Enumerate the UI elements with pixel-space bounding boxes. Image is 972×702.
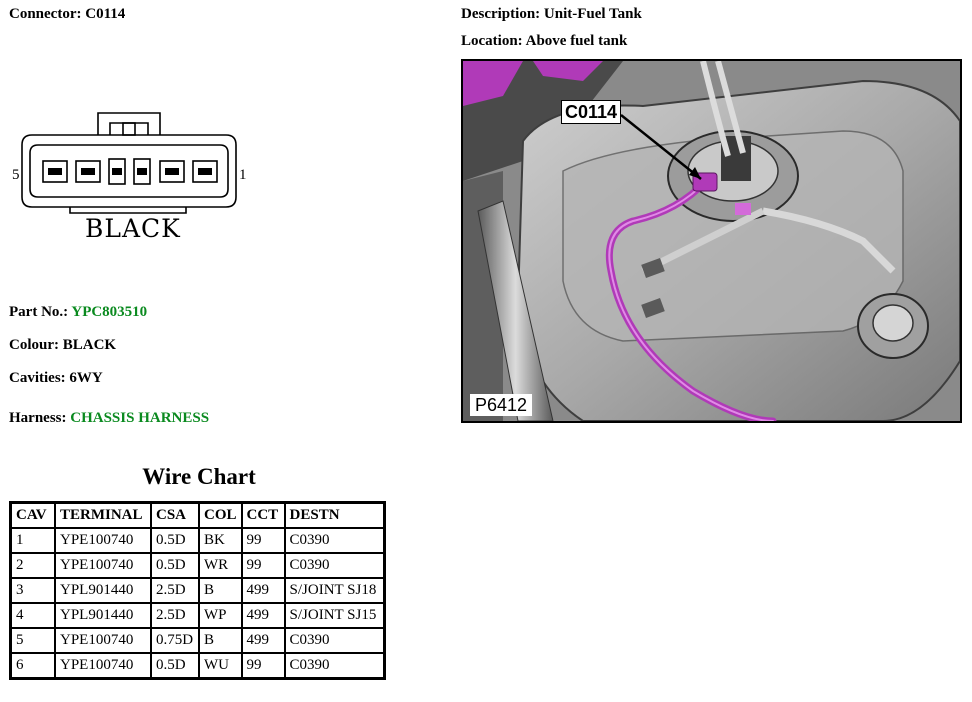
- cell-csa: 0.5D: [151, 553, 199, 578]
- cell-cct: 99: [241, 553, 285, 578]
- cell-csa: 0.5D: [151, 653, 199, 678]
- cell-terminal: YPL901440: [55, 578, 151, 603]
- cell-cav: 6: [11, 653, 55, 678]
- cell-cct: 499: [241, 603, 285, 628]
- connector-label: Connector:: [9, 6, 82, 22]
- cell-destn: S/JOINT SJ18: [284, 578, 384, 603]
- cell-col: B: [199, 628, 242, 653]
- cell-csa: 0.75D: [151, 628, 199, 653]
- connector-value: C0114: [85, 6, 126, 22]
- description-value: Unit-Fuel Tank: [543, 6, 642, 22]
- table-row: 1 YPE100740 0.5D BK 99 C0390: [11, 528, 384, 553]
- cell-terminal: YPE100740: [55, 653, 151, 678]
- location-photo: C0114 P6412: [461, 59, 962, 423]
- harness-patch-top: [463, 61, 523, 106]
- table-row: 4 YPL901440 2.5D WP 499 S/JOINT SJ15: [11, 603, 384, 628]
- colour-label: Colour:: [9, 337, 59, 353]
- cell-terminal: YPE100740: [55, 553, 151, 578]
- harness-line: Harness: CHASSIS HARNESS: [9, 410, 209, 427]
- description-line: Description: Unit-Fuel Tank: [461, 6, 642, 23]
- pin-1-label: 1: [239, 167, 247, 183]
- wire-chart-header-row: CAV TERMINAL CSA COL CCT DESTN: [11, 503, 384, 528]
- cell-cav: 3: [11, 578, 55, 603]
- part-number-line: Part No.: YPC803510: [9, 304, 147, 321]
- cell-col: WR: [199, 553, 242, 578]
- cavities-line: Cavities: 6WY: [9, 370, 103, 387]
- cavities-label: Cavities:: [9, 370, 66, 386]
- cell-destn: C0390: [284, 653, 384, 678]
- colour-line: Colour: BLACK: [9, 337, 116, 354]
- description-label: Description:: [461, 6, 541, 22]
- pin-5-label: 5: [12, 167, 20, 183]
- photo-id-label: P6412: [470, 394, 533, 416]
- cell-cav: 1: [11, 528, 55, 553]
- cell-terminal: YPE100740: [55, 528, 151, 553]
- cell-col: WP: [199, 603, 242, 628]
- cell-destn: C0390: [284, 553, 384, 578]
- cavities-value: 6WY: [69, 370, 103, 386]
- col-cav-header: CAV: [11, 503, 55, 528]
- harness-link[interactable]: CHASSIS HARNESS: [70, 410, 210, 426]
- cell-csa: 0.5D: [151, 528, 199, 553]
- table-row: 2 YPE100740 0.5D WR 99 C0390: [11, 553, 384, 578]
- cell-col: BK: [199, 528, 242, 553]
- col-terminal-header: TERMINAL: [55, 503, 151, 528]
- cell-cav: 2: [11, 553, 55, 578]
- cell-destn: S/JOINT SJ15: [284, 603, 384, 628]
- location-label: Location:: [461, 33, 523, 49]
- wire-chart-title: Wire Chart: [142, 464, 256, 489]
- cell-cct: 99: [241, 528, 285, 553]
- col-csa-header: CSA: [151, 503, 199, 528]
- cell-terminal: YPE100740: [55, 628, 151, 653]
- table-row: 6 YPE100740 0.5D WU 99 C0390: [11, 653, 384, 678]
- cell-cav: 5: [11, 628, 55, 653]
- col-col-header: COL: [199, 503, 242, 528]
- table-row: 5 YPE100740 0.75D B 499 C0390: [11, 628, 384, 653]
- connector-line: Connector: C0114: [9, 6, 125, 23]
- wire-chart-table: CAV TERMINAL CSA COL CCT DESTN 1 YPE1007…: [9, 501, 386, 680]
- location-value: Above fuel tank: [525, 33, 628, 49]
- part-number-link[interactable]: YPC803510: [71, 304, 148, 320]
- colour-value: BLACK: [62, 337, 117, 353]
- cell-csa: 2.5D: [151, 603, 199, 628]
- table-row: 3 YPL901440 2.5D B 499 S/JOINT SJ18: [11, 578, 384, 603]
- cell-csa: 2.5D: [151, 578, 199, 603]
- cell-terminal: YPL901440: [55, 603, 151, 628]
- connector-colour-text: BLACK: [85, 214, 181, 243]
- connector-face-diagram: 5 1 BLACK: [10, 105, 250, 245]
- cell-col: B: [199, 578, 242, 603]
- col-destn-header: DESTN: [284, 503, 384, 528]
- cell-col: WU: [199, 653, 242, 678]
- harness-label: Harness:: [9, 410, 67, 426]
- cell-cct: 499: [241, 578, 285, 603]
- cell-destn: C0390: [284, 528, 384, 553]
- location-line: Location: Above fuel tank: [461, 33, 627, 50]
- part-number-label: Part No.:: [9, 304, 69, 320]
- cell-cav: 4: [11, 603, 55, 628]
- cell-destn: C0390: [284, 628, 384, 653]
- cell-cct: 99: [241, 653, 285, 678]
- c0114-callout: C0114: [561, 100, 622, 124]
- col-cct-header: CCT: [241, 503, 285, 528]
- cell-cct: 499: [241, 628, 285, 653]
